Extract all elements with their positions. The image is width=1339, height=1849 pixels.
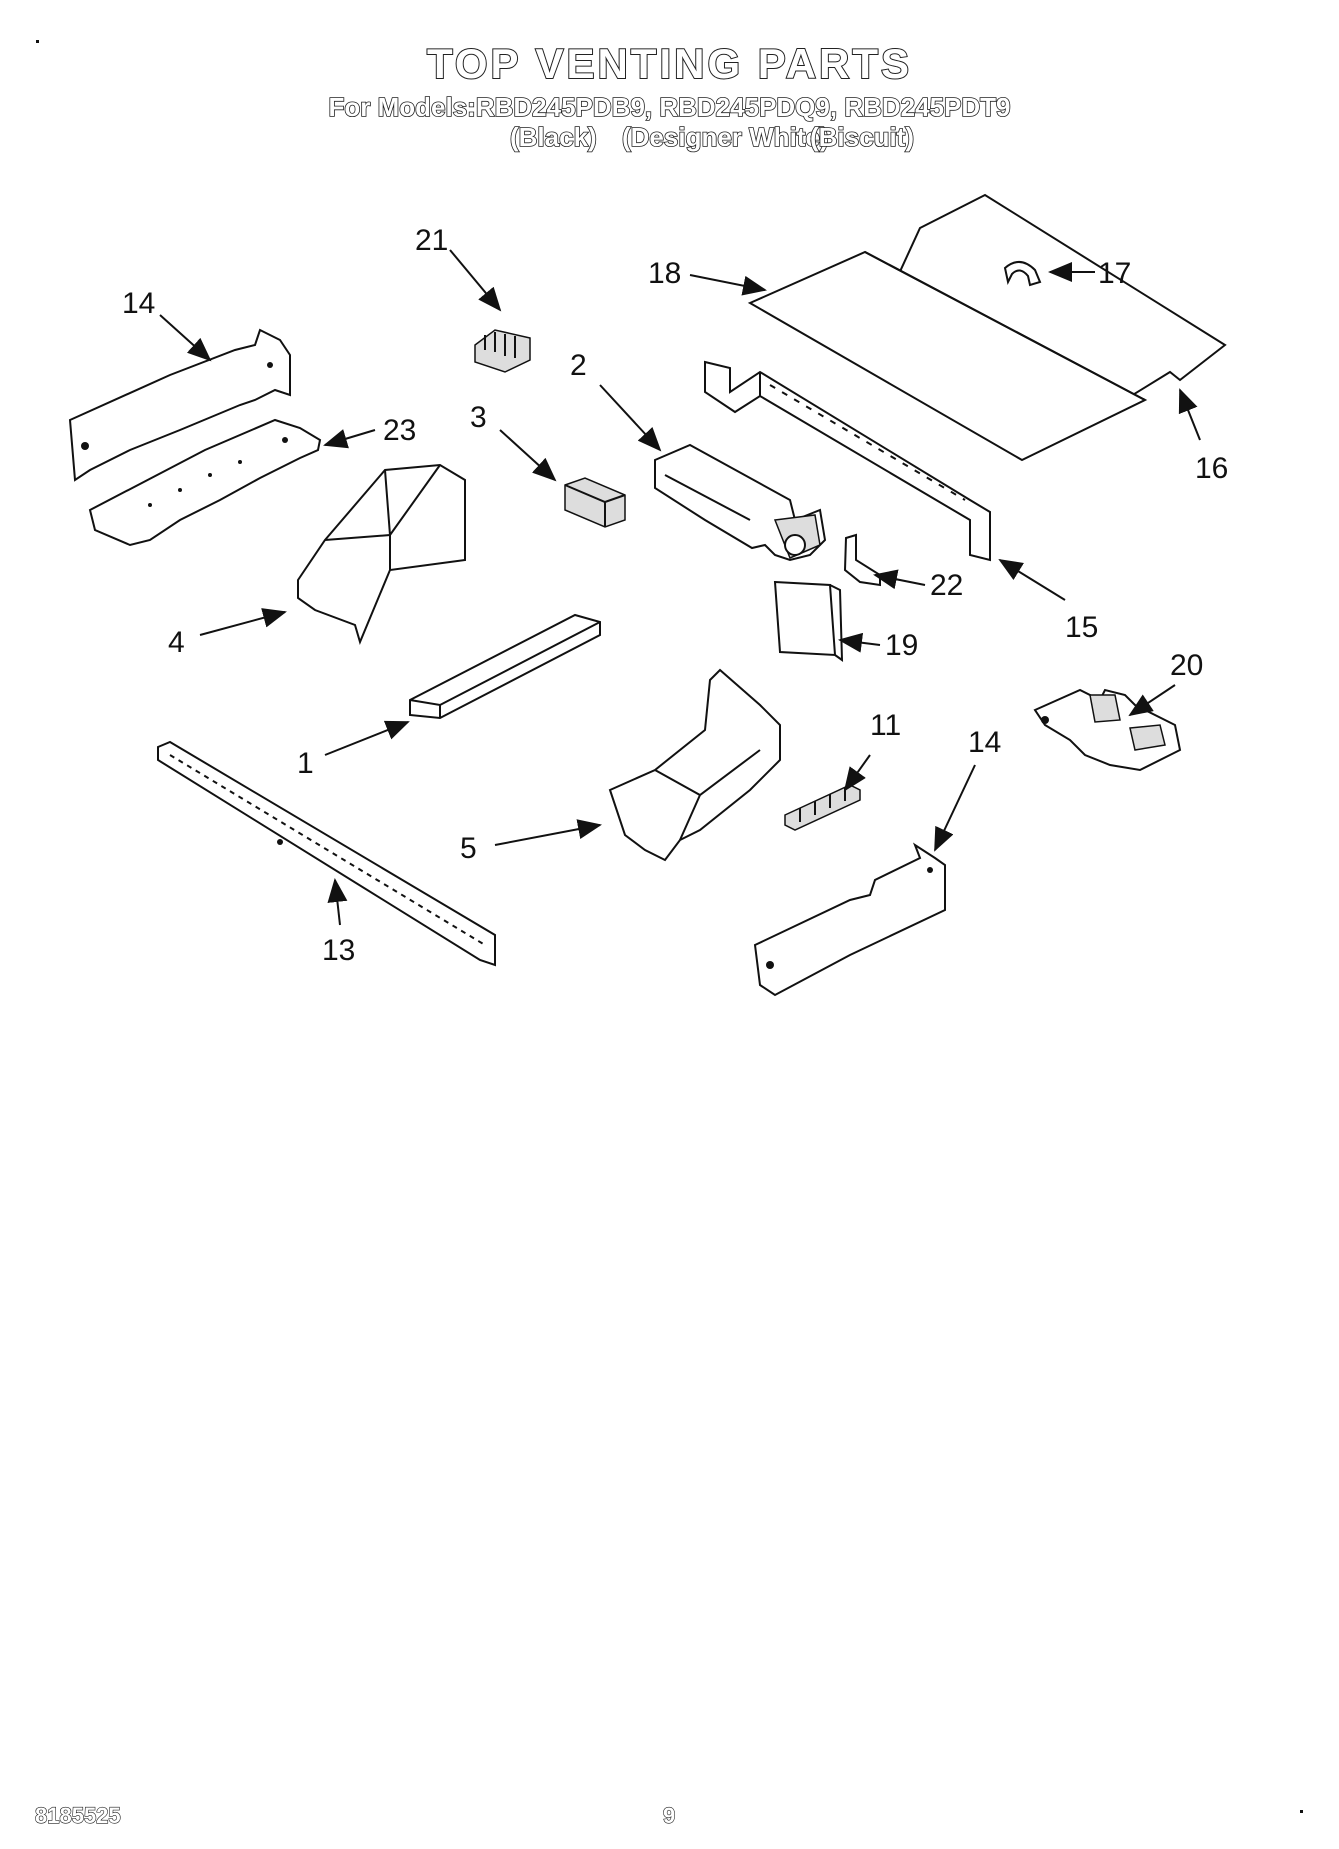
part-22-bracket: [843, 533, 881, 587]
part-5-shroud: [608, 668, 781, 862]
callout-2: 2: [570, 349, 587, 382]
part-number: 8185525: [34, 1802, 121, 1828]
callout-23: 23: [383, 414, 416, 447]
part-4-duct: [297, 463, 466, 645]
part-17-clip: [1003, 261, 1042, 287]
part-3-block: [564, 477, 626, 528]
part-20-board: [1033, 688, 1182, 772]
part-23-plate: [88, 418, 322, 547]
part-21-terminal: [474, 329, 531, 373]
part-1-bar: [409, 613, 601, 720]
part-13-rail: [157, 740, 496, 967]
callout-19: 19: [885, 629, 918, 662]
part-2-blower: [654, 443, 827, 562]
callout-3: 3: [470, 401, 487, 434]
callout-22: 22: [930, 569, 963, 602]
callout-17: 17: [1098, 257, 1131, 290]
part-11-strip: [784, 784, 861, 831]
callout-18: 18: [648, 257, 681, 290]
callout-16: 16: [1195, 452, 1228, 485]
models-line: For Models:RBD245PDB9, RBD245PDQ9, RBD24…: [328, 91, 1012, 123]
color-black-label: (Black): [509, 121, 597, 153]
part-14-bracket-upper: [68, 328, 291, 482]
callout-13: 13: [322, 934, 355, 967]
page-number: 9: [662, 1802, 676, 1828]
callout-20: 20: [1170, 649, 1203, 682]
callout-21: 21: [415, 224, 448, 257]
callout-5: 5: [460, 832, 477, 865]
callout-11: 11: [870, 709, 901, 742]
part-19-pad: [773, 580, 844, 662]
callout-14-lower: 14: [968, 726, 1001, 759]
callout-4: 4: [168, 626, 185, 659]
part-15-vent-rail: [704, 360, 991, 562]
part-18-cover: [747, 250, 1148, 462]
color-white-label: (Designer White): [621, 121, 829, 153]
part-14-bracket-lower: [753, 842, 946, 997]
page-title: TOP VENTING PARTS: [426, 39, 913, 88]
callout-14-upper: 14: [122, 287, 155, 320]
callout-15: 15: [1065, 611, 1098, 644]
callout-1: 1: [297, 747, 314, 780]
color-biscuit-label: (Biscuit): [809, 121, 915, 153]
